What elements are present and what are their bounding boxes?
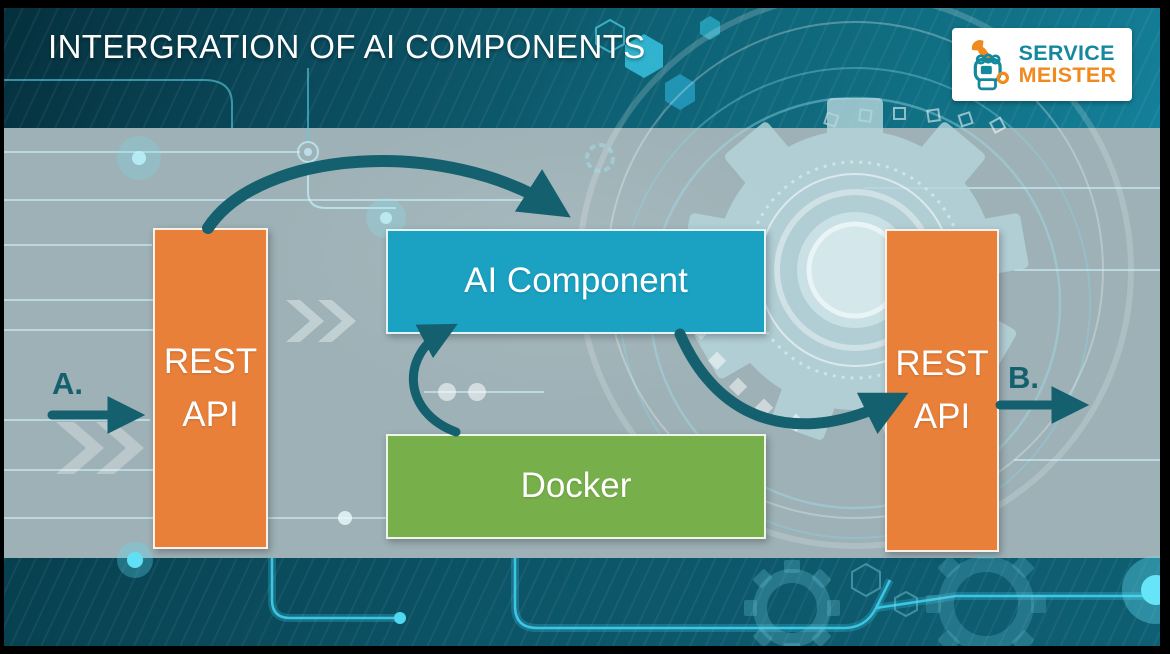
logo-service-label: SERVICE — [1018, 41, 1115, 66]
slide: INTERGRATION OF AI COMPONENTS SERVICE ME… — [4, 8, 1160, 646]
output-b-label: B. — [1008, 360, 1039, 395]
wrench-fist-icon — [971, 39, 1009, 90]
node-docker: Docker — [386, 434, 766, 539]
node-ai-component: AI Component — [386, 229, 766, 334]
logo-meister-label: MEISTER — [1018, 62, 1117, 87]
docker-label: Docker — [520, 466, 632, 506]
node-rest-api-left: REST API — [153, 228, 268, 549]
node-rest-api-right: REST API — [885, 229, 999, 552]
service-meister-logo: SERVICE MEISTER — [952, 28, 1132, 101]
rest-api-right-label: REST API — [895, 344, 989, 436]
bottom-band — [4, 558, 1160, 646]
ai-component-label: AI Component — [464, 261, 688, 301]
logo-text: SERVICE MEISTER — [1018, 41, 1117, 87]
rest-api-left-label: REST API — [163, 342, 258, 434]
slide-title: INTERGRATION OF AI COMPONENTS — [48, 28, 646, 65]
input-a-label: A. — [52, 366, 83, 401]
